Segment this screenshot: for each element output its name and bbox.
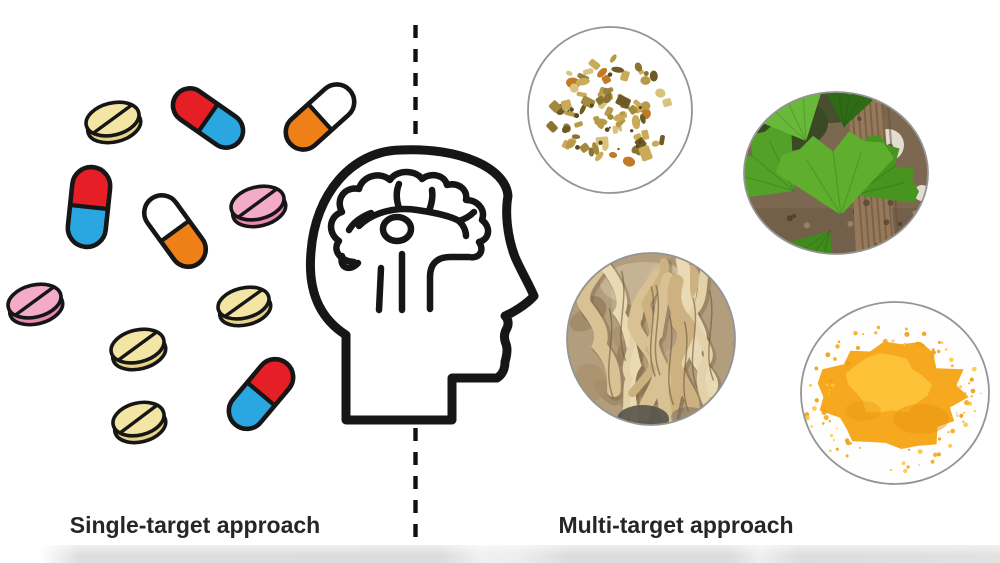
- right-label: Multi-target approach: [558, 512, 794, 538]
- capsule-pill: [141, 192, 209, 270]
- tablet-pill: [6, 282, 65, 327]
- bottom-shadow-band: [0, 545, 1000, 563]
- capsule-pill: [283, 82, 357, 152]
- photo-ginseng-roots: [567, 253, 735, 425]
- brain-icon: [327, 168, 492, 314]
- photo-dried-herbs: [528, 27, 692, 193]
- capsule-pill: [170, 86, 246, 150]
- tablet-pill: [111, 400, 168, 445]
- photo-circle-border: [527, 26, 693, 194]
- capsule-pill: [65, 164, 113, 250]
- capsule-pill: [226, 356, 296, 432]
- head-brain-icon: [305, 145, 539, 425]
- photo-circle-border: [743, 91, 929, 255]
- pills-cluster: [6, 82, 357, 445]
- photo-circle-border: [800, 301, 990, 485]
- tablet-pill: [84, 100, 143, 145]
- photo-circle-border: [566, 252, 736, 426]
- left-label: Single-target approach: [69, 512, 321, 538]
- tablet-pill: [109, 327, 168, 372]
- photo-turmeric-powder: [801, 302, 989, 484]
- tablet-pill: [229, 184, 288, 229]
- photo-ginkgo-leaves: [744, 92, 928, 254]
- tablet-pill: [216, 285, 273, 328]
